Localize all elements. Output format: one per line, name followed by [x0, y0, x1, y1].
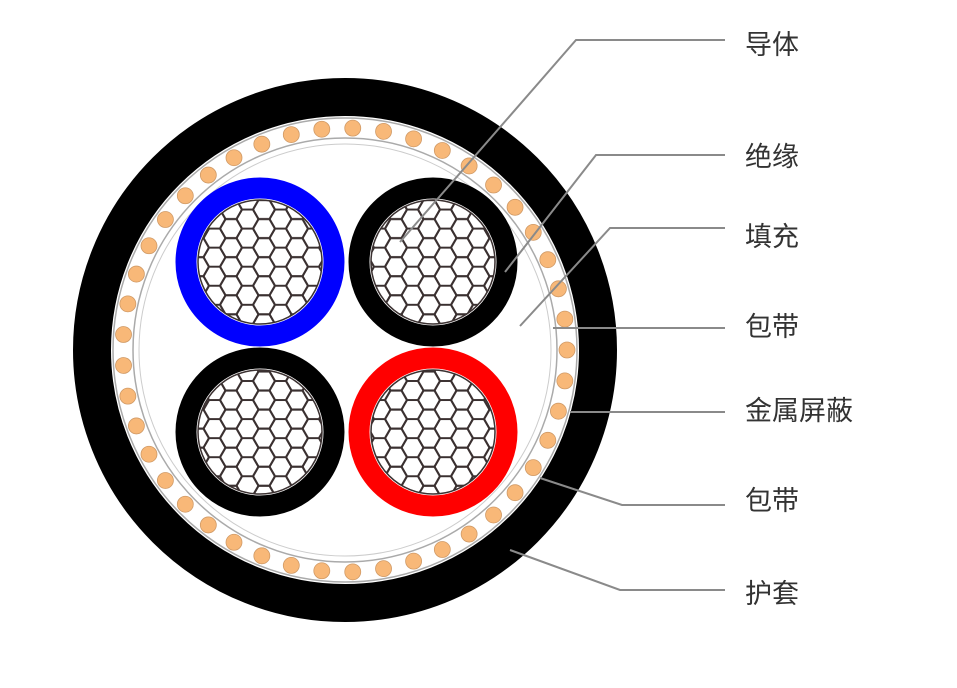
leader-outer-tape — [539, 477, 725, 506]
shield-wire — [539, 431, 557, 449]
shield-wire — [119, 295, 137, 313]
shield-wire — [485, 506, 502, 524]
outer-tape — [112, 117, 578, 583]
shield-wire — [199, 166, 217, 184]
shield-inner-line — [132, 137, 558, 563]
shield-wire — [405, 130, 423, 148]
shield-wire — [225, 149, 243, 167]
shield-wire — [558, 341, 576, 359]
label-outer-tape: 包带 — [745, 486, 799, 517]
leader-sheath — [509, 549, 725, 591]
shield-wire — [119, 387, 137, 405]
shield-wire — [539, 251, 557, 269]
shield-wire — [282, 557, 300, 574]
shield-wire — [460, 157, 478, 175]
shield-wire — [313, 120, 331, 138]
shield-wire — [506, 198, 524, 216]
cores — [175, 177, 518, 517]
shield-wire — [506, 484, 524, 502]
sheath — [73, 78, 617, 622]
metal-shield-wires — [115, 119, 576, 581]
shield-wire — [344, 563, 362, 581]
shield-wire — [156, 472, 174, 489]
label-metal-shield: 金属屏蔽 — [745, 396, 853, 427]
shield-wire — [140, 237, 158, 255]
shield-wire — [115, 326, 132, 343]
shield-wire — [524, 459, 542, 477]
shield-wire — [176, 187, 194, 205]
shield-wire — [127, 265, 145, 283]
shield-wire — [550, 280, 567, 298]
shield-wire — [156, 211, 174, 228]
conductor — [197, 369, 323, 495]
shield-wire — [115, 357, 132, 374]
shield-wire — [199, 516, 217, 534]
leader-lines — [399, 39, 725, 591]
shield-wire — [176, 495, 194, 513]
shield-wire — [556, 310, 574, 328]
leader-filler — [519, 227, 725, 327]
label-conductor: 导体 — [745, 30, 799, 61]
shield-wire — [460, 525, 478, 543]
shield-wire — [556, 372, 574, 390]
shield-wire — [253, 135, 271, 153]
shield-wire — [375, 122, 392, 140]
label-inner-tape: 包带 — [745, 312, 799, 343]
shield-wire — [225, 533, 243, 551]
shield-wire — [282, 126, 300, 143]
inner-tape — [138, 143, 552, 557]
conductor — [370, 369, 496, 495]
shield-wire — [313, 562, 331, 580]
shield-wire — [253, 547, 271, 565]
shield-wire — [140, 445, 158, 463]
shield-wire — [344, 119, 362, 137]
shield-wire — [375, 560, 392, 578]
label-filler: 填充 — [745, 222, 799, 253]
leader-conductor — [399, 39, 725, 243]
label-insulation: 绝缘 — [745, 142, 799, 173]
conductor — [197, 199, 323, 325]
leader-insulation — [504, 154, 725, 273]
shield-wire — [433, 541, 451, 558]
conductor — [370, 199, 496, 325]
shield-wire — [485, 176, 502, 194]
shield-wire — [405, 552, 423, 570]
label-sheath: 护套 — [745, 579, 799, 610]
shield-wire — [433, 142, 451, 159]
shield-wire — [524, 223, 542, 241]
shield-wire — [127, 417, 145, 435]
shield-wire — [550, 402, 567, 420]
